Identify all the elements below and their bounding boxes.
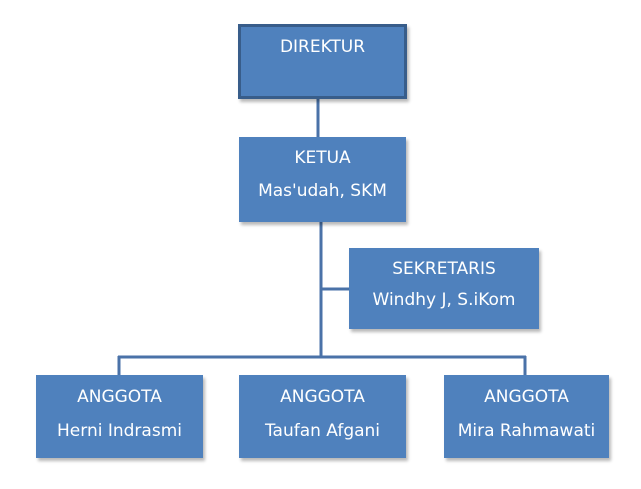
ketua-title: KETUA bbox=[294, 148, 351, 168]
direktur-title: DIREKTUR bbox=[279, 37, 366, 57]
anggota-name: Herni Indrasmi bbox=[57, 421, 182, 441]
anggota-box-3: ANGGOTA Mira Rahmawati bbox=[444, 375, 609, 458]
anggota-title: ANGGOTA bbox=[77, 387, 162, 407]
direktur-box: DIREKTUR bbox=[238, 24, 407, 99]
anggota-title: ANGGOTA bbox=[280, 387, 365, 407]
sekretaris-title: SEKRETARIS bbox=[392, 259, 496, 279]
anggota-title: ANGGOTA bbox=[484, 387, 569, 407]
sekretaris-name: Windhy J, S.iKom bbox=[372, 290, 516, 310]
anggota-box-2: ANGGOTA Taufan Afgani bbox=[239, 375, 406, 458]
ketua-name: Mas'udah, SKM bbox=[258, 181, 387, 201]
sekretaris-box: SEKRETARIS Windhy J, S.iKom bbox=[349, 248, 539, 329]
anggota-name: Mira Rahmawati bbox=[457, 421, 596, 441]
ketua-box: KETUA Mas'udah, SKM bbox=[239, 137, 406, 222]
anggota-name: Taufan Afgani bbox=[264, 421, 381, 441]
anggota-box-1: ANGGOTA Herni Indrasmi bbox=[36, 375, 203, 458]
